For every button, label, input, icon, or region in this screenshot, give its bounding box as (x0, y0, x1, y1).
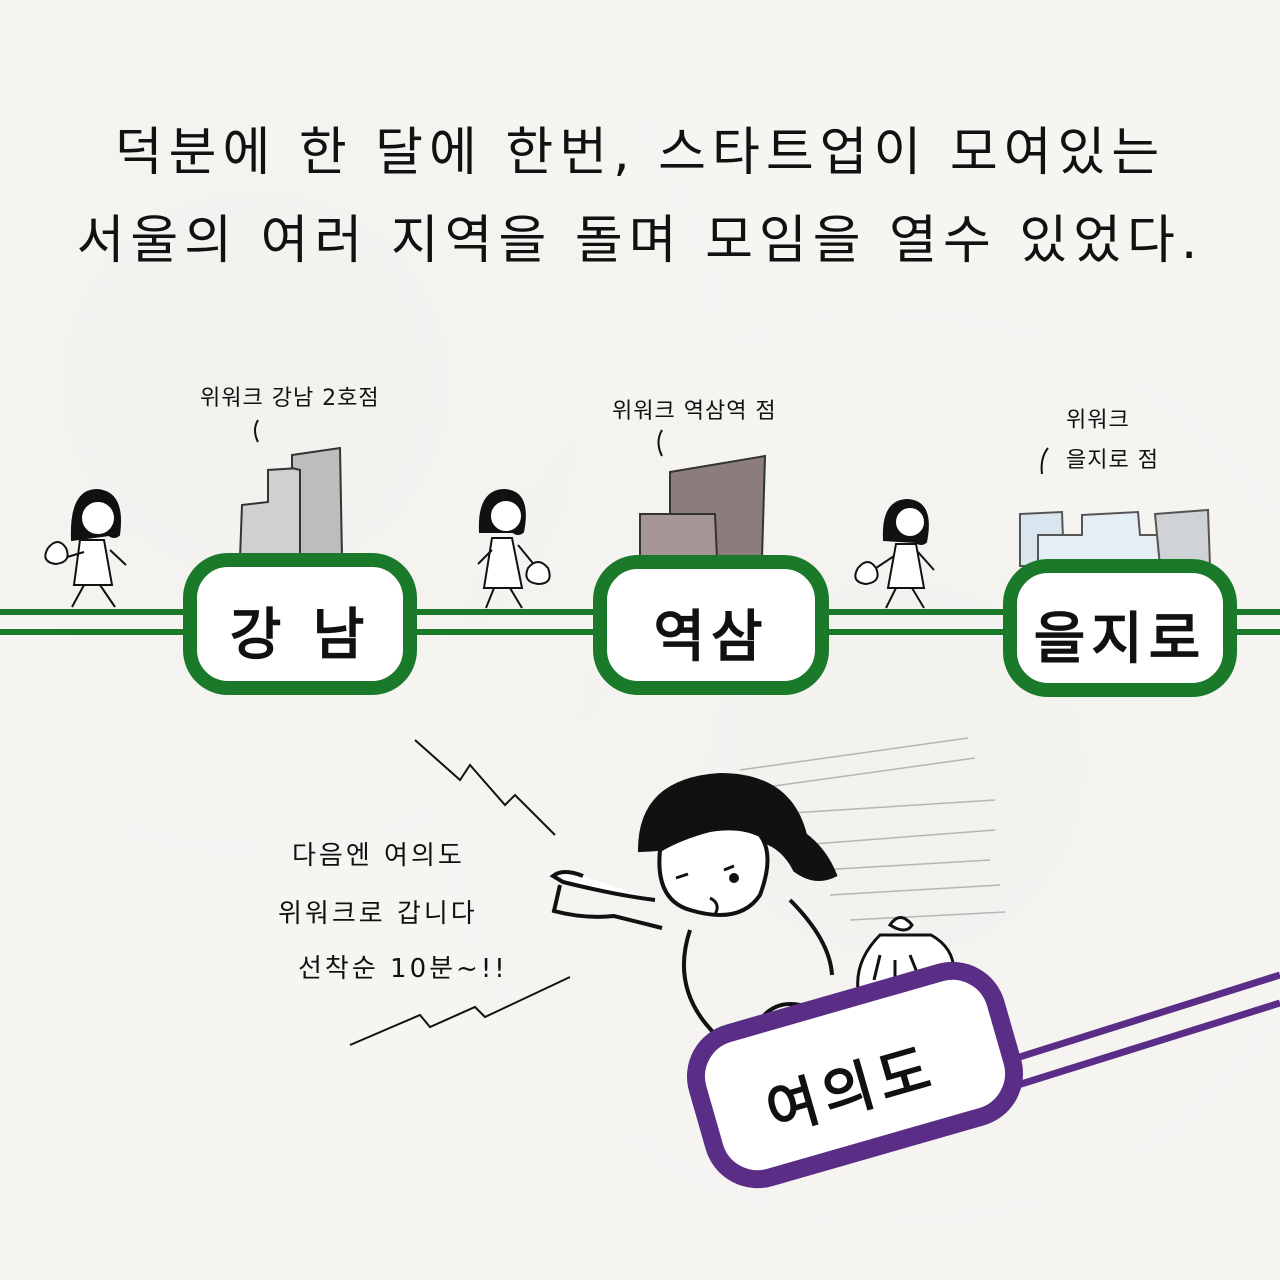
yeoksam-station-label: 역삼 (653, 605, 769, 670)
pointing-girl-icon (549, 772, 838, 1037)
yeoksam-station-box (593, 555, 829, 695)
speech-line-3: 선착순 10분~!! (298, 954, 508, 984)
speech-line-2: 위워크로 갑니다 (278, 899, 478, 929)
yeoksam-tag: 위워크 역삼역 점 (612, 399, 777, 424)
headline-line-2: 서울의 여러 지역을 돌며 모임을 열수 있었다. (76, 211, 1204, 271)
yeouido-station-box (686, 961, 1024, 1189)
euljiro-tag-line-2: 을지로 점 (1066, 448, 1159, 473)
speech-zigzag (349, 739, 571, 1046)
gangnam-buildings-icon (238, 419, 344, 559)
speed-lines (739, 737, 1006, 921)
gangnam-station-label: 강 남 (229, 603, 371, 668)
walking-girl-3-icon (854, 498, 935, 609)
euljiro-station-box (1003, 559, 1237, 697)
headline-line-1: 덕분에 한 달에 한번, 스타트업이 모여있는 (114, 123, 1166, 183)
purple-subway-line (1008, 971, 1280, 1089)
gangnam-tag: 위워크 강남 2호점 (200, 386, 380, 411)
gangnam-station-box (183, 553, 417, 695)
euljiro-tag-line-1: 위워크 (1066, 408, 1130, 433)
euljiro-station-label: 을지로 (1033, 607, 1207, 672)
walking-girl-1-icon (44, 488, 127, 608)
walking-girl-2-icon (477, 488, 551, 609)
speech-line-1: 다음엔 여의도 (292, 841, 465, 871)
yeoksam-buildings-icon (639, 429, 767, 559)
